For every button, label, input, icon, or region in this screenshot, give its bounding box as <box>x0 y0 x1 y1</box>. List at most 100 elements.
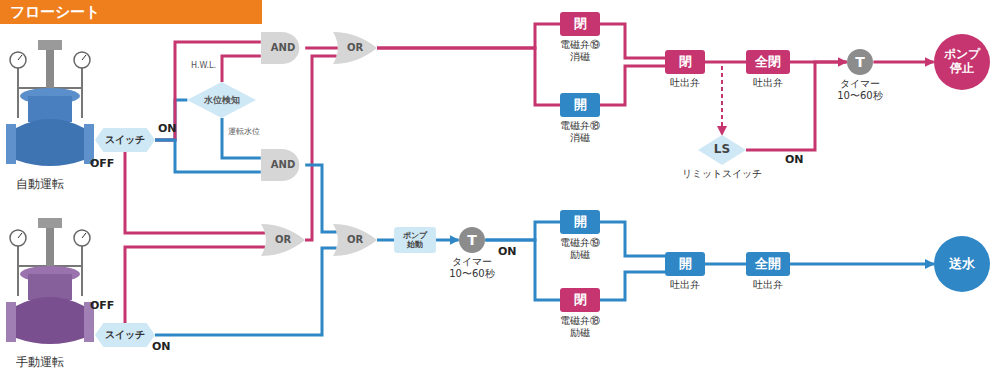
state-box: 閉吐出弁 <box>665 50 705 74</box>
node-caption: タイマー 10〜60秒 <box>446 256 498 279</box>
flow-connector <box>377 24 560 48</box>
node-caption: 吐出弁 <box>753 279 783 291</box>
edge-label: ON <box>784 154 805 166</box>
node-text: スイッチ <box>105 134 145 146</box>
signal-label: OFF <box>90 300 114 312</box>
flow-connector <box>377 48 560 105</box>
flow-connector <box>485 222 560 240</box>
timer-circle: Tタイマー 10〜60秒 <box>847 49 874 76</box>
and-gate: AND <box>261 149 305 181</box>
node-text: 全開 <box>755 257 781 272</box>
gauge-needle <box>18 233 22 238</box>
and-gate-fill <box>261 32 299 64</box>
node-caption: タイマー 10〜60秒 <box>834 78 886 101</box>
gauge-needle <box>82 55 86 60</box>
pilot-pipe <box>17 246 19 296</box>
signal-label: ON <box>152 341 171 353</box>
valve-bonnet <box>28 96 72 122</box>
switch-hexagon-fill <box>95 323 155 347</box>
manual-valve-illustration <box>6 218 94 344</box>
title-banner: フローシート <box>0 0 262 24</box>
timer-circle: Tタイマー 10〜60秒 <box>459 227 486 254</box>
node-text: AND <box>271 159 295 171</box>
node-caption: 電磁弁⑲ 励磁 <box>556 237 604 260</box>
pilot-pipe <box>81 246 83 296</box>
node-text: T <box>467 232 477 248</box>
signal-label: ON <box>498 246 517 258</box>
state-box: 開電磁弁⑱ 消磁 <box>560 93 600 117</box>
flow-connector <box>377 239 394 242</box>
node-caption: 電磁弁⑱ 消磁 <box>556 120 604 143</box>
node-caption: リミットスイッチ <box>682 168 762 180</box>
decision-diamond-fill <box>187 82 256 118</box>
flow-connector <box>155 100 187 140</box>
gauge-needle <box>82 233 86 238</box>
state-box: 開電磁弁⑲ 励磁 <box>560 210 600 234</box>
node-text: AND <box>271 42 295 54</box>
flow-connector <box>305 56 337 240</box>
flow-connector <box>155 248 337 335</box>
valve-body <box>16 119 84 166</box>
pressure-gauge <box>74 230 90 246</box>
switch-hexagon-fill <box>95 128 155 152</box>
flow-connector <box>222 118 261 158</box>
node-text: OR <box>347 234 363 246</box>
flow-connector <box>705 61 746 64</box>
or-gate-fill <box>333 224 377 256</box>
or-gate: OR <box>261 224 305 256</box>
or-gate-fill <box>261 224 305 256</box>
edge-label: 運転水位 <box>227 128 261 137</box>
flow-connector <box>600 24 665 58</box>
node-text: 開 <box>679 257 692 272</box>
pressure-gauge <box>10 52 26 68</box>
valve-bonnet <box>28 274 72 300</box>
decision-diamond: 水位検知 <box>187 82 256 118</box>
flow-connector <box>155 140 261 172</box>
flow-connector <box>600 222 665 256</box>
valve-flange <box>6 302 16 342</box>
node-text: 送水 <box>949 257 975 272</box>
node-text: 開 <box>574 98 587 113</box>
flow-connector <box>600 66 665 105</box>
node-text: 全閉 <box>755 55 781 70</box>
mode-label: 手動運転 <box>16 356 64 369</box>
flow-connector <box>746 62 847 150</box>
node-caption: 電磁弁⑲ 消磁 <box>556 39 604 62</box>
node-text: 閉 <box>679 55 692 70</box>
node-text: 閉 <box>574 17 587 32</box>
valve-stem <box>46 48 54 88</box>
or-gate-fill <box>333 32 377 64</box>
signal-label: ON <box>158 123 177 135</box>
flow-connector <box>305 47 338 50</box>
flow-connector <box>600 272 665 300</box>
state-box: 全開吐出弁 <box>746 252 790 276</box>
flow-connector <box>222 56 261 82</box>
node-caption: 吐出弁 <box>670 77 700 89</box>
gauge-needle <box>18 55 22 60</box>
flow-connector <box>790 263 934 266</box>
flow-connector <box>125 152 265 233</box>
process-box: ポンプ 始動 <box>394 227 436 253</box>
edge-label: H.W.L. <box>190 62 217 71</box>
state-box: 全閉吐出弁 <box>746 50 790 74</box>
terminal-circle: ポンプ 停止 <box>934 34 991 91</box>
pilot-head <box>38 218 62 228</box>
mode-label: 自動運転 <box>16 178 64 191</box>
and-gate-fill <box>261 149 299 181</box>
valve-stem <box>46 226 54 266</box>
auto-valve-illustration <box>6 40 94 166</box>
pilot-pipe <box>17 68 19 118</box>
node-text: 閉 <box>574 293 587 308</box>
node-text: LS <box>714 143 730 157</box>
valve-flange <box>6 124 16 164</box>
flow-connector <box>155 42 261 140</box>
state-box: 閉電磁弁⑲ 消磁 <box>560 12 600 36</box>
valve-body <box>16 297 84 344</box>
flow-connector <box>485 240 560 300</box>
flow-connector <box>305 165 336 232</box>
limit-switch-diamond-fill <box>698 135 746 165</box>
state-box: 閉電磁弁⑱ 励磁 <box>560 288 600 312</box>
switch-hexagon: スイッチ <box>95 323 155 347</box>
